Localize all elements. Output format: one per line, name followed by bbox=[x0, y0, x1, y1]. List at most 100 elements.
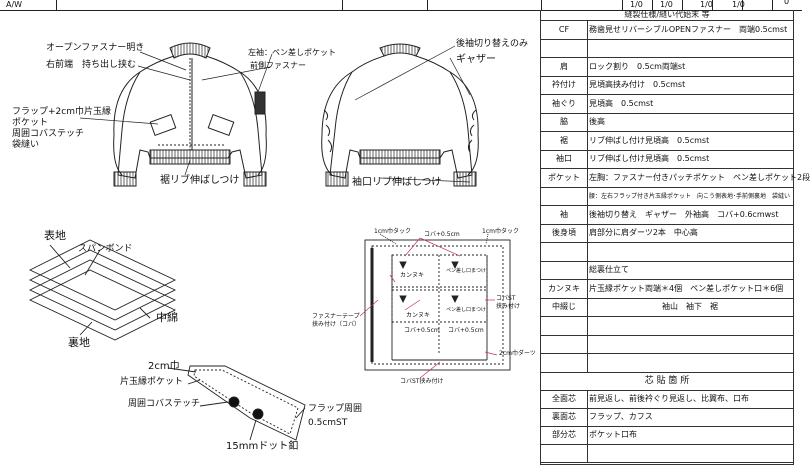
spec-row: 袖後袖切り替え ギャザー 外袖高 コバ+0.6cmwst bbox=[541, 205, 793, 225]
label-koba-stitch: 周囲コバステッチ bbox=[128, 399, 201, 409]
spec-row: 衿付け見頃高挟み付け 0.5cmst bbox=[541, 75, 793, 95]
front-jacket-drawing bbox=[113, 42, 267, 187]
spec-row: 脇後高 bbox=[541, 112, 793, 132]
spec-row: 総裏仕立て bbox=[541, 260, 793, 280]
spec-row: 中綴じ 袖山 袖下 裾 bbox=[541, 297, 793, 317]
note-right-front: 右前端 持ち出し挟む bbox=[46, 60, 137, 70]
spec-row-label: 袖ぐり bbox=[541, 94, 588, 113]
label-kannuki-a: カンヌキ bbox=[400, 272, 425, 279]
spec-row-label: 衿付け bbox=[541, 75, 588, 94]
label-kannuki-b: カンヌキ bbox=[406, 312, 431, 319]
spec-row-value: 腰：左右フラップ付き片玉縁ポケット 向こう側表地･手前側裏地 袋縫い bbox=[589, 193, 791, 201]
page-field-4: 1/0 bbox=[732, 0, 745, 9]
interlining-row-label bbox=[541, 443, 588, 462]
spec-row-label bbox=[541, 186, 588, 205]
interlining-row-label: 裏面芯 bbox=[541, 407, 588, 426]
note-open-zip: オープンファスナー明き bbox=[46, 43, 145, 53]
corner-mark: 0 bbox=[784, 0, 790, 6]
spec-row-value: 片玉縁ポケット両端＊4個 ペン差しポケット口＊6個 bbox=[589, 283, 784, 293]
label-lining: 裏地 bbox=[68, 336, 90, 349]
note-cuff-rib: 袖口リブ伸ばしつけ bbox=[352, 177, 442, 188]
spec-row-label: ポケット bbox=[541, 168, 588, 187]
pocket-detail-drawing bbox=[364, 233, 511, 371]
spec-row bbox=[541, 242, 793, 262]
interlining-row: 部分芯ポケット口布 bbox=[541, 425, 793, 445]
spec-row-value: リブ伸ばし付け見頃高 0.5cmst bbox=[589, 135, 710, 145]
spec-row-label: 袖 bbox=[541, 205, 588, 224]
interlining-row: 裏面芯フラップ、カフス bbox=[541, 407, 793, 427]
interlining-row-value: ポケット口布 bbox=[589, 430, 637, 439]
spec-row bbox=[541, 316, 793, 336]
label-welt: 片玉縁ポケット bbox=[120, 377, 184, 387]
spec-row-value: 袖山 袖下 裾 bbox=[662, 302, 718, 312]
interlining-row bbox=[541, 443, 793, 463]
label-flap-st: フラップ周囲 0.5cmST bbox=[308, 404, 363, 428]
spec-row-label: CF bbox=[541, 20, 588, 39]
season-label: A/W bbox=[6, 0, 23, 9]
label-koba-right: コバ+0.5cm bbox=[448, 327, 484, 334]
page-field-2: 1/0 bbox=[660, 0, 673, 9]
label-koba-top: コバ+0.5cm bbox=[424, 231, 460, 238]
label-dot-button: 15mmドット釦 bbox=[226, 441, 299, 452]
interlining-row-value: 前見返し、前後衿ぐり見返し、比翼布、口布 bbox=[589, 394, 749, 403]
spec-row-label bbox=[541, 38, 588, 57]
spec-row: 後身頃肩部分に肩ダーツ2本 中心高 bbox=[541, 223, 793, 243]
spec-row-value: ロック割り 0.5cm両端st bbox=[589, 61, 686, 71]
spec-row bbox=[541, 353, 793, 373]
spec-row-label: 後身頃 bbox=[541, 223, 588, 242]
spec-row-value: リブ伸ばし付け見頃高 0.5cmst bbox=[589, 154, 710, 164]
note-hem-rib: 裾リブ伸ばしつけ bbox=[160, 175, 240, 186]
label-pen-b: ペン差し口まつけ bbox=[446, 307, 487, 313]
header-bar: A/W 1/0 1/0 1/0 1/0 0 bbox=[0, 0, 802, 11]
note-gather: ギャザー bbox=[456, 54, 496, 65]
note-sleeve-switch: 後袖切り替えのみ bbox=[456, 39, 529, 49]
note-front-zip: 前側ファスナー bbox=[250, 61, 306, 70]
spec-row-value: 務歯見せリバーシブルOPENファスナー 両端0.5cmst bbox=[589, 24, 788, 34]
spec-row bbox=[541, 38, 793, 58]
spec-row: 袖口リブ伸ばし付け見頃高 0.5cmst bbox=[541, 149, 793, 169]
label-flap-width: 2cm巾 bbox=[148, 361, 180, 372]
label-padding: 中綿 bbox=[156, 311, 178, 324]
spec-row-label: 裾 bbox=[541, 131, 588, 150]
spec-row-value: 左胸：ファスナー付きパッチポケット ペン差しポケット2段 bbox=[589, 172, 810, 182]
spec-row bbox=[541, 334, 793, 354]
drawing-canvas bbox=[28, 42, 511, 441]
label-koba-left: コバ+0.5cm bbox=[404, 327, 440, 334]
note-flap-pocket: フラップ+2cm巾片玉縁 ポケット 周囲コバステッチ 袋縫い bbox=[12, 107, 111, 150]
spec-row: 裾リブ伸ばし付け見頃高 0.5cmst bbox=[541, 131, 793, 151]
spec-row-label bbox=[541, 242, 588, 261]
spec-row: カンヌキ片玉縁ポケット両端＊4個 ペン差しポケット口＊6個 bbox=[541, 279, 793, 299]
spec-row-value: 見頃高挟み付け 0.5cmst bbox=[589, 80, 686, 90]
label-pen-a: ペン差し口まつけ bbox=[446, 268, 487, 274]
label-tuck-left: 1cm巾タック bbox=[374, 228, 411, 235]
spec-row: ポケット左胸：ファスナー付きパッチポケット ペン差しポケット2段 bbox=[541, 168, 810, 188]
page-field-1: 1/0 bbox=[630, 0, 643, 9]
spec-row-label: 肩 bbox=[541, 57, 588, 76]
spec-row-label bbox=[541, 353, 588, 372]
spec-row-value: 後袖切り替え ギャザー 外袖高 コバ+0.6cmwst bbox=[589, 209, 779, 219]
spec-title: 縫製仕様/縫い代始末 等 bbox=[541, 10, 793, 21]
spec-row-label: 中綴じ bbox=[541, 297, 588, 316]
spec-row: 腰：左右フラップ付き片玉縁ポケット 向こう側表地･手前側裏地 袋縫い bbox=[541, 186, 793, 206]
spec-row-value: 後高 bbox=[589, 117, 605, 127]
pocket-leader-lines bbox=[359, 237, 498, 379]
interlining-row-label: 部分芯 bbox=[541, 425, 588, 444]
back-jacket-drawing bbox=[321, 43, 479, 187]
note-pen-pocket: 左袖：ペン差しポケット bbox=[248, 48, 336, 57]
label-koba-bottom: コバST挟み付け bbox=[400, 378, 444, 385]
spec-row-label bbox=[541, 334, 588, 353]
spec-row-value: 総裏仕立て bbox=[589, 265, 629, 275]
spec-row-label bbox=[541, 260, 588, 279]
spec-row-label bbox=[541, 316, 588, 335]
label-dart: 2cm巾ダーツ bbox=[499, 350, 536, 357]
label-koba-st: コバST 挟み付け bbox=[496, 295, 521, 310]
spec-row-value: 肩部分に肩ダーツ2本 中心高 bbox=[589, 228, 698, 238]
label-tuck-right: 1cm巾タック bbox=[482, 228, 519, 235]
interlining-title: 芯 貼 箇 所 bbox=[541, 372, 793, 391]
spec-row-value: 見頃高 0.5cmst bbox=[589, 98, 654, 108]
interlining-row: 全面芯前見返し、前後衿ぐり見返し、比翼布、口布 bbox=[541, 389, 793, 409]
flap-detail-drawing bbox=[167, 365, 306, 441]
interlining-row-value: フラップ、カフス bbox=[589, 412, 653, 421]
page-field-3: 1/0 bbox=[700, 0, 713, 9]
